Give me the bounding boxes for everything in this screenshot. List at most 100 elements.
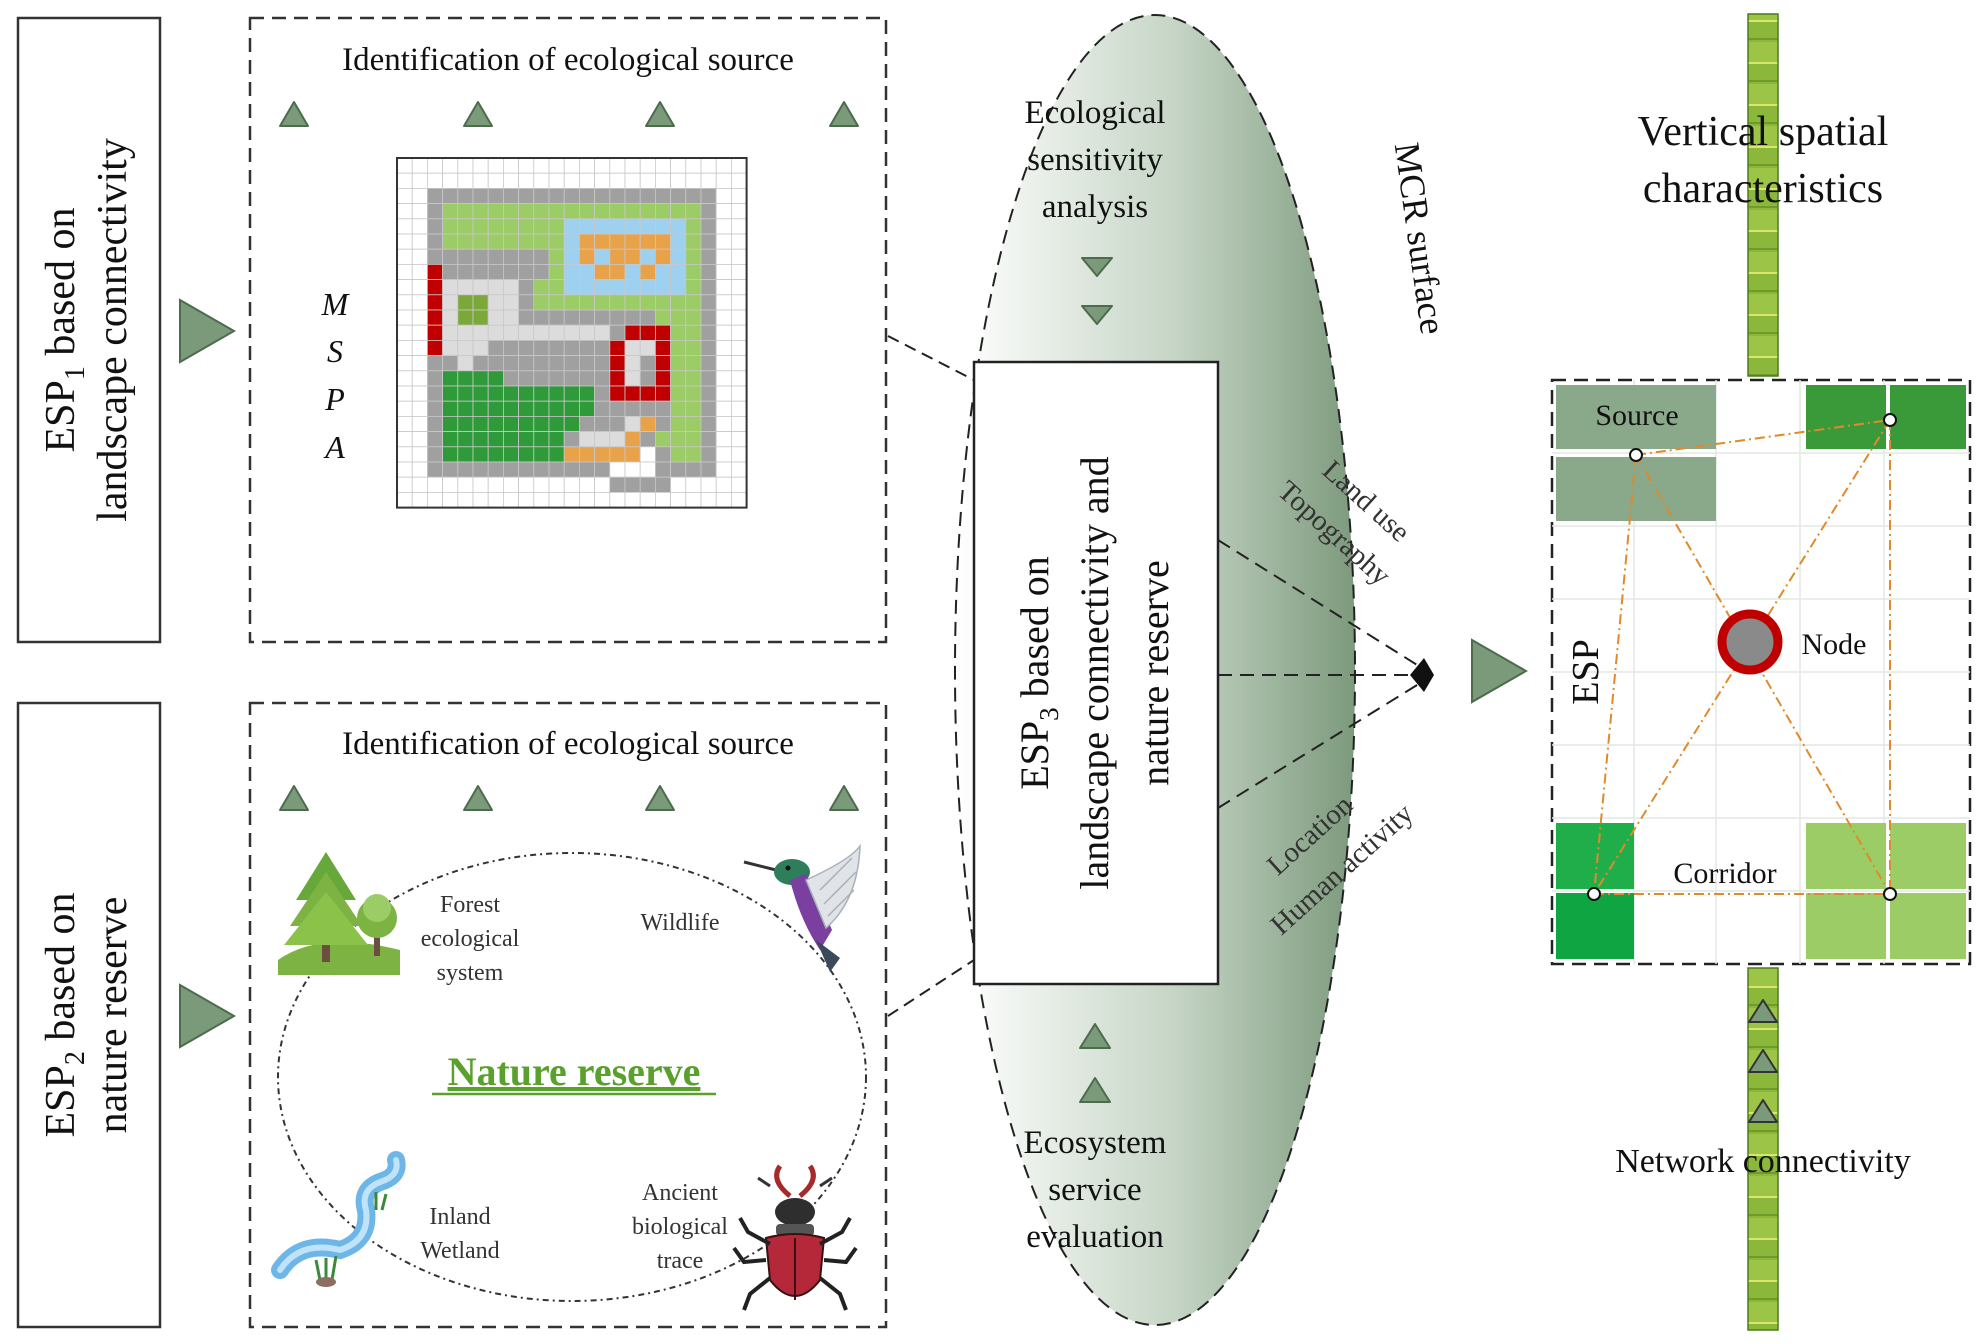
- mspa-letters: M S P A: [321, 286, 351, 465]
- mspa-cell: [609, 172, 626, 189]
- mspa-cell: [700, 172, 717, 189]
- svg-text:Forest: Forest: [440, 892, 500, 918]
- mspa-cell: [715, 446, 732, 463]
- mspa-cell: [639, 248, 656, 265]
- mspa-cell: [502, 446, 519, 463]
- mspa-cell: [426, 461, 443, 478]
- mspa-cell: [487, 263, 504, 280]
- mspa-cell: [731, 491, 748, 508]
- mspa-cell: [624, 431, 641, 448]
- mspa-cell: [670, 324, 687, 341]
- mspa-cell: [411, 309, 428, 326]
- mspa-cell: [563, 157, 580, 174]
- mspa-cell: [457, 400, 474, 417]
- mspa-cell: [396, 248, 413, 265]
- mspa-cell: [594, 461, 611, 478]
- mspa-cell: [579, 370, 596, 387]
- mspa-cell: [457, 233, 474, 250]
- mspa-cell: [624, 309, 641, 326]
- mspa-cell: [731, 461, 748, 478]
- esp2-line1: ESP2 based on: [38, 892, 91, 1137]
- mspa-cell: [655, 309, 672, 326]
- mspa-cell: [548, 355, 565, 372]
- mspa-cell: [502, 400, 519, 417]
- mspa-cell: [442, 339, 459, 356]
- mspa-cell: [731, 370, 748, 387]
- mspa-cell: [426, 476, 443, 493]
- mspa-cell: [579, 431, 596, 448]
- mspa-cell: [548, 476, 565, 493]
- mspa-cell: [472, 233, 489, 250]
- mspa-cell: [457, 218, 474, 235]
- mspa-cell: [700, 324, 717, 341]
- down-triangle-icon: [1081, 305, 1113, 325]
- mspa-cell: [579, 400, 596, 417]
- mspa-cell: [685, 415, 702, 432]
- panel-title: Identification of ecological source: [342, 726, 794, 762]
- mspa-cell: [624, 157, 641, 174]
- mspa-cell: [579, 172, 596, 189]
- mspa-cell: [624, 355, 641, 372]
- mspa-cell: [442, 324, 459, 341]
- mspa-cell: [685, 355, 702, 372]
- mspa-cell: [685, 248, 702, 265]
- mspa-cell: [685, 218, 702, 235]
- mspa-cell: [396, 476, 413, 493]
- mspa-cell: [685, 339, 702, 356]
- mspa-cell: [609, 431, 626, 448]
- mspa-cell: [563, 415, 580, 432]
- mspa-cell: [609, 415, 626, 432]
- mcr-top-text: Ecological sensitivity analysis: [1024, 95, 1165, 225]
- mspa-cell: [579, 446, 596, 463]
- mspa-cell: [396, 415, 413, 432]
- mspa-cell: [487, 279, 504, 296]
- mspa-cell: [655, 248, 672, 265]
- mspa-cell: [426, 294, 443, 311]
- mspa-cell: [502, 339, 519, 356]
- mspa-cell: [624, 491, 641, 508]
- mspa-cell: [426, 157, 443, 174]
- mspa-cell: [518, 385, 535, 402]
- mspa-cell: [411, 431, 428, 448]
- mspa-cell: [548, 415, 565, 432]
- mspa-cell: [563, 263, 580, 280]
- mspa-cell: [396, 294, 413, 311]
- mspa-frame: [396, 157, 748, 509]
- mspa-cell: [396, 233, 413, 250]
- esp1-line1: ESP1 based on: [38, 207, 91, 452]
- mspa-cell: [533, 355, 550, 372]
- mspa-cell: [533, 203, 550, 220]
- mspa-cell: [518, 400, 535, 417]
- vertical-label: Vertical spatial characteristics: [1638, 109, 1889, 212]
- mspa-cell: [594, 476, 611, 493]
- mspa-cell: [563, 279, 580, 296]
- mspa-cell: [715, 248, 732, 265]
- mspa-cell: [594, 172, 611, 189]
- mspa-cell: [685, 400, 702, 417]
- mspa-cell: [579, 203, 596, 220]
- mspa-cell: [533, 279, 550, 296]
- mspa-cell: [655, 233, 672, 250]
- mspa-cell: [472, 476, 489, 493]
- mspa-cell: [609, 233, 626, 250]
- mspa-cell: [639, 355, 656, 372]
- mspa-cell: [624, 385, 641, 402]
- mspa-cell: [502, 461, 519, 478]
- mspa-cell: [411, 294, 428, 311]
- mspa-cell: [411, 203, 428, 220]
- mspa-cell: [548, 324, 565, 341]
- mspa-cell: [609, 491, 626, 508]
- mspa-cell: [639, 385, 656, 402]
- mspa-cell: [700, 476, 717, 493]
- mspa-cell: [442, 203, 459, 220]
- esp-label: ESP: [1565, 639, 1607, 704]
- mspa-cell: [396, 157, 413, 174]
- mspa-cell: [700, 218, 717, 235]
- mspa-cell: [670, 263, 687, 280]
- mspa-cell: [594, 294, 611, 311]
- mspa-cell: [396, 446, 413, 463]
- mspa-cell: [533, 339, 550, 356]
- mspa-cell: [548, 446, 565, 463]
- mspa-cell: [731, 203, 748, 220]
